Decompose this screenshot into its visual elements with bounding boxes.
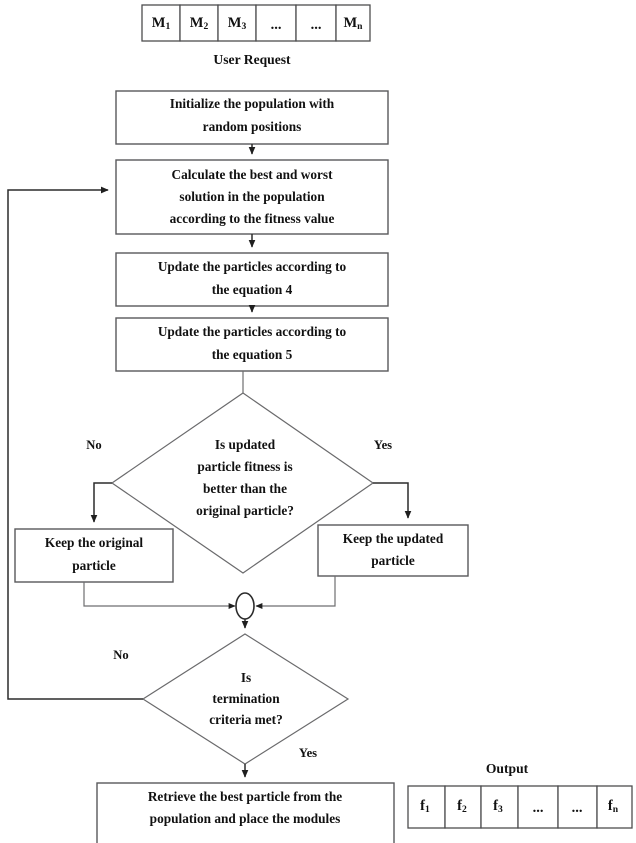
node-keep-original-line1: Keep the original xyxy=(45,535,144,550)
node-retrieve-best-particle: Retrieve the best particle from the popu… xyxy=(96,782,395,843)
user-request-cell xyxy=(217,4,257,42)
user-request-caption: User Request xyxy=(213,52,291,67)
user-request-cell xyxy=(141,4,181,42)
user-request-cell-label: ... xyxy=(311,17,322,33)
branch-label-fitness-yes: Yes xyxy=(374,438,392,452)
node-keep-updated-box xyxy=(317,524,469,577)
node-update4-line2: the equation 4 xyxy=(212,282,293,297)
decision-fitness-line4: original particle? xyxy=(196,503,294,518)
output-cell-label: f2 xyxy=(457,798,467,815)
decision-fitness-line3: better than the xyxy=(203,481,287,496)
node-retrieve-line1: Retrieve the best particle from the xyxy=(148,789,342,804)
connector-fitness-yes-to-keep-updated xyxy=(373,482,412,519)
decision-fitness-check: Is updated particle fitness is better th… xyxy=(110,392,375,574)
node-calculate-line3: according to the fitness value xyxy=(170,211,335,226)
user-request-cell xyxy=(335,4,371,42)
node-update4-box xyxy=(115,252,389,307)
node-update5-line2: the equation 5 xyxy=(212,347,293,362)
connector-keep-updated-to-merge xyxy=(255,576,336,609)
decision-termination-line3: criteria met? xyxy=(209,712,282,727)
node-initialize-box xyxy=(115,90,389,145)
user-request-cell xyxy=(179,4,219,42)
node-retrieve-box xyxy=(96,782,395,843)
connector-keep-original-to-merge xyxy=(83,582,236,609)
output-cell-label: f3 xyxy=(493,798,503,815)
node-update-equation-5: Update the particles according to the eq… xyxy=(115,317,389,372)
node-calculate-line2: solution in the population xyxy=(179,189,325,204)
output-cell xyxy=(480,785,519,829)
node-initialize-line2: random positions xyxy=(203,119,302,134)
node-keep-original-line2: particle xyxy=(72,558,116,573)
output-cell xyxy=(557,785,598,829)
user-request-cell xyxy=(295,4,337,42)
decision-fitness-diamond xyxy=(110,392,375,574)
node-initialize-population: Initialize the population with random po… xyxy=(115,90,389,145)
decision-termination-check: Is termination criteria met? xyxy=(141,633,350,765)
connector-fitness-no-to-keep-original xyxy=(90,482,112,523)
node-initialize-line1: Initialize the population with xyxy=(170,96,335,111)
user-request-cell-label: M3 xyxy=(228,15,247,32)
node-calculate-box xyxy=(115,159,389,235)
connector-termination-no-feedback-loop xyxy=(7,186,143,700)
node-keep-original-box xyxy=(14,528,174,583)
decision-fitness-line2: particle fitness is xyxy=(197,459,292,474)
user-request-cell-label: M2 xyxy=(190,15,209,32)
output-cell-label: f1 xyxy=(420,798,430,815)
node-update5-line1: Update the particles according to xyxy=(158,324,347,339)
decision-termination-line1: Is xyxy=(241,670,251,685)
output-cell-label: ... xyxy=(533,800,544,816)
branch-label-termination-yes: Yes xyxy=(299,746,317,760)
output-cell-label: ... xyxy=(572,800,583,816)
node-keep-updated-line1: Keep the updated xyxy=(343,531,444,546)
decision-fitness-line1: Is updated xyxy=(215,437,276,452)
user-request-cell-label: M1 xyxy=(152,15,171,32)
node-update5-box xyxy=(115,317,389,372)
branch-label-termination-no: No xyxy=(113,648,128,662)
user-request-cell-label: ... xyxy=(271,17,282,33)
node-update4-line1: Update the particles according to xyxy=(158,259,347,274)
node-keep-updated-particle: Keep the updated particle xyxy=(317,524,469,577)
output-cell xyxy=(596,785,633,829)
node-retrieve-line2: population and place the modules xyxy=(150,811,341,826)
node-keep-original-particle: Keep the original particle xyxy=(14,528,174,583)
user-request-cell-label: Mn xyxy=(343,15,363,32)
output-caption: Output xyxy=(486,761,529,776)
output-cell xyxy=(407,785,446,829)
node-keep-updated-line2: particle xyxy=(371,553,415,568)
node-calculate-line1: Calculate the best and worst xyxy=(171,167,333,182)
branch-label-fitness-no: No xyxy=(86,438,101,452)
node-calculate-best-worst: Calculate the best and worst solution in… xyxy=(115,159,389,235)
merge-node xyxy=(235,592,255,620)
output-cell-label: fn xyxy=(608,798,619,815)
node-update-equation-4: Update the particles according to the eq… xyxy=(115,252,389,307)
user-request-table: M1 M2 M3 ... ... Mn User Request xyxy=(141,4,371,67)
output-cell xyxy=(444,785,482,829)
decision-termination-line2: termination xyxy=(212,691,280,706)
output-table: Output f1 f2 f3 ... ... fn xyxy=(407,761,633,829)
